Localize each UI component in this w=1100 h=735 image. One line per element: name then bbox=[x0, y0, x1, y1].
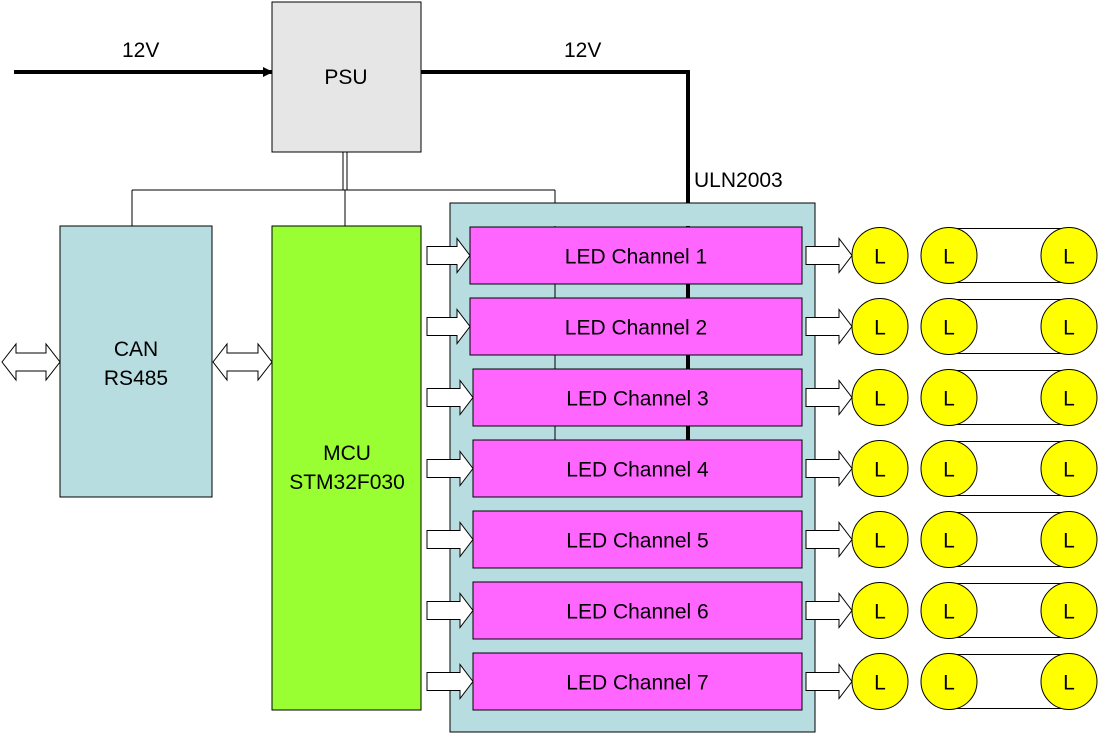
led-label: L bbox=[943, 672, 955, 695]
output-power-line bbox=[421, 70, 690, 226]
mcu-bus-arrow bbox=[212, 342, 273, 382]
led-channel-label: LED Channel 4 bbox=[566, 459, 709, 482]
led-channel-5: LED Channel 5 L L L bbox=[426, 510, 1098, 569]
led-circle bbox=[920, 511, 978, 568]
mcu-to-channel-arrow bbox=[426, 308, 471, 345]
led-circle bbox=[851, 653, 909, 710]
led-circle bbox=[1040, 369, 1098, 426]
led-label: L bbox=[943, 459, 955, 482]
led-label: L bbox=[874, 246, 886, 269]
led-circle bbox=[851, 511, 909, 568]
can-rs485-block bbox=[59, 225, 213, 498]
led-label: L bbox=[943, 601, 955, 624]
led-channel-label: LED Channel 5 bbox=[566, 530, 708, 553]
channel-to-led-arrow bbox=[805, 450, 853, 487]
led-channel-label: LED Channel 7 bbox=[566, 672, 708, 695]
channel-to-led-arrow bbox=[805, 521, 853, 558]
led-label: L bbox=[874, 459, 886, 482]
led-channel-box bbox=[472, 581, 803, 640]
led-circle bbox=[920, 369, 978, 426]
led-channel-box bbox=[469, 226, 803, 285]
mcu-model-label: STM32F030 bbox=[289, 471, 405, 494]
led-circle bbox=[851, 298, 909, 355]
led-channel-box bbox=[469, 297, 803, 356]
led-channel-4: LED Channel 4 L L L bbox=[426, 439, 1098, 498]
led-label: L bbox=[874, 672, 886, 695]
led-label: L bbox=[1063, 317, 1075, 340]
can-label: CAN bbox=[114, 338, 158, 361]
led-label: L bbox=[943, 530, 955, 553]
channel-to-led-arrow bbox=[805, 308, 853, 345]
channel-to-led-arrow bbox=[805, 379, 853, 416]
led-channel-6: LED Channel 6 L L L bbox=[426, 581, 1098, 640]
led-channel-2: LED Channel 2 L L L bbox=[426, 297, 1098, 356]
led-channel-label: LED Channel 3 bbox=[566, 388, 708, 411]
led-label: L bbox=[1063, 388, 1075, 411]
led-channel-box bbox=[472, 510, 803, 569]
led-channel-label: LED Channel 2 bbox=[565, 317, 707, 340]
led-label: L bbox=[1063, 530, 1075, 553]
led-circle bbox=[1040, 440, 1098, 497]
led-label: L bbox=[943, 388, 955, 411]
psu-label: PSU bbox=[324, 66, 367, 89]
led-circle bbox=[1040, 511, 1098, 568]
led-circle bbox=[1040, 227, 1098, 284]
mcu-block bbox=[271, 225, 422, 711]
led-channel-3: LED Channel 3 L L L bbox=[426, 368, 1098, 427]
input-voltage-label: 12V bbox=[122, 39, 159, 62]
led-circle bbox=[920, 298, 978, 355]
led-label: L bbox=[874, 317, 886, 340]
led-circle bbox=[1040, 653, 1098, 710]
led-circle bbox=[920, 227, 978, 284]
led-circle bbox=[1040, 582, 1098, 639]
led-channel-7: LED Channel 7 L L L bbox=[426, 652, 1098, 711]
led-label: L bbox=[1063, 246, 1075, 269]
led-label: L bbox=[943, 317, 955, 340]
led-channel-box bbox=[472, 652, 803, 711]
led-label: L bbox=[874, 530, 886, 553]
led-channel-label: LED Channel 6 bbox=[566, 601, 708, 624]
mcu-to-channel-arrow bbox=[426, 379, 474, 416]
led-label: L bbox=[1063, 459, 1075, 482]
mcu-label: MCU bbox=[323, 442, 371, 465]
mcu-to-channel-arrow bbox=[426, 663, 474, 700]
led-label: L bbox=[1063, 601, 1075, 624]
led-channel-box bbox=[472, 439, 803, 498]
led-circle bbox=[851, 582, 909, 639]
external-bus-arrow bbox=[1, 342, 61, 382]
channel-to-led-arrow bbox=[805, 592, 853, 629]
channel-to-led-arrow bbox=[805, 663, 853, 700]
mcu-to-channel-arrow bbox=[426, 450, 474, 487]
led-circle bbox=[1040, 298, 1098, 355]
led-circle bbox=[920, 582, 978, 639]
led-circle bbox=[851, 440, 909, 497]
led-circle bbox=[920, 653, 978, 710]
led-channel-label: LED Channel 1 bbox=[565, 246, 707, 269]
rs485-label: RS485 bbox=[104, 367, 168, 390]
led-channel-box bbox=[472, 368, 803, 427]
channel-to-led-arrow bbox=[805, 237, 853, 274]
led-circle bbox=[920, 440, 978, 497]
led-circle bbox=[851, 227, 909, 284]
led-label: L bbox=[874, 388, 886, 411]
led-circle bbox=[851, 369, 909, 426]
led-label: L bbox=[943, 246, 955, 269]
mcu-to-channel-arrow bbox=[426, 237, 471, 274]
uln2003-label: ULN2003 bbox=[694, 169, 783, 192]
led-label: L bbox=[1063, 672, 1075, 695]
psu-block bbox=[271, 1, 422, 153]
mcu-to-channel-arrow bbox=[426, 521, 474, 558]
output-voltage-label: 12V bbox=[564, 39, 601, 62]
mcu-to-channel-arrow bbox=[426, 592, 474, 629]
led-label: L bbox=[874, 601, 886, 624]
led-channel-1: LED Channel 1 L L L bbox=[426, 226, 1098, 285]
